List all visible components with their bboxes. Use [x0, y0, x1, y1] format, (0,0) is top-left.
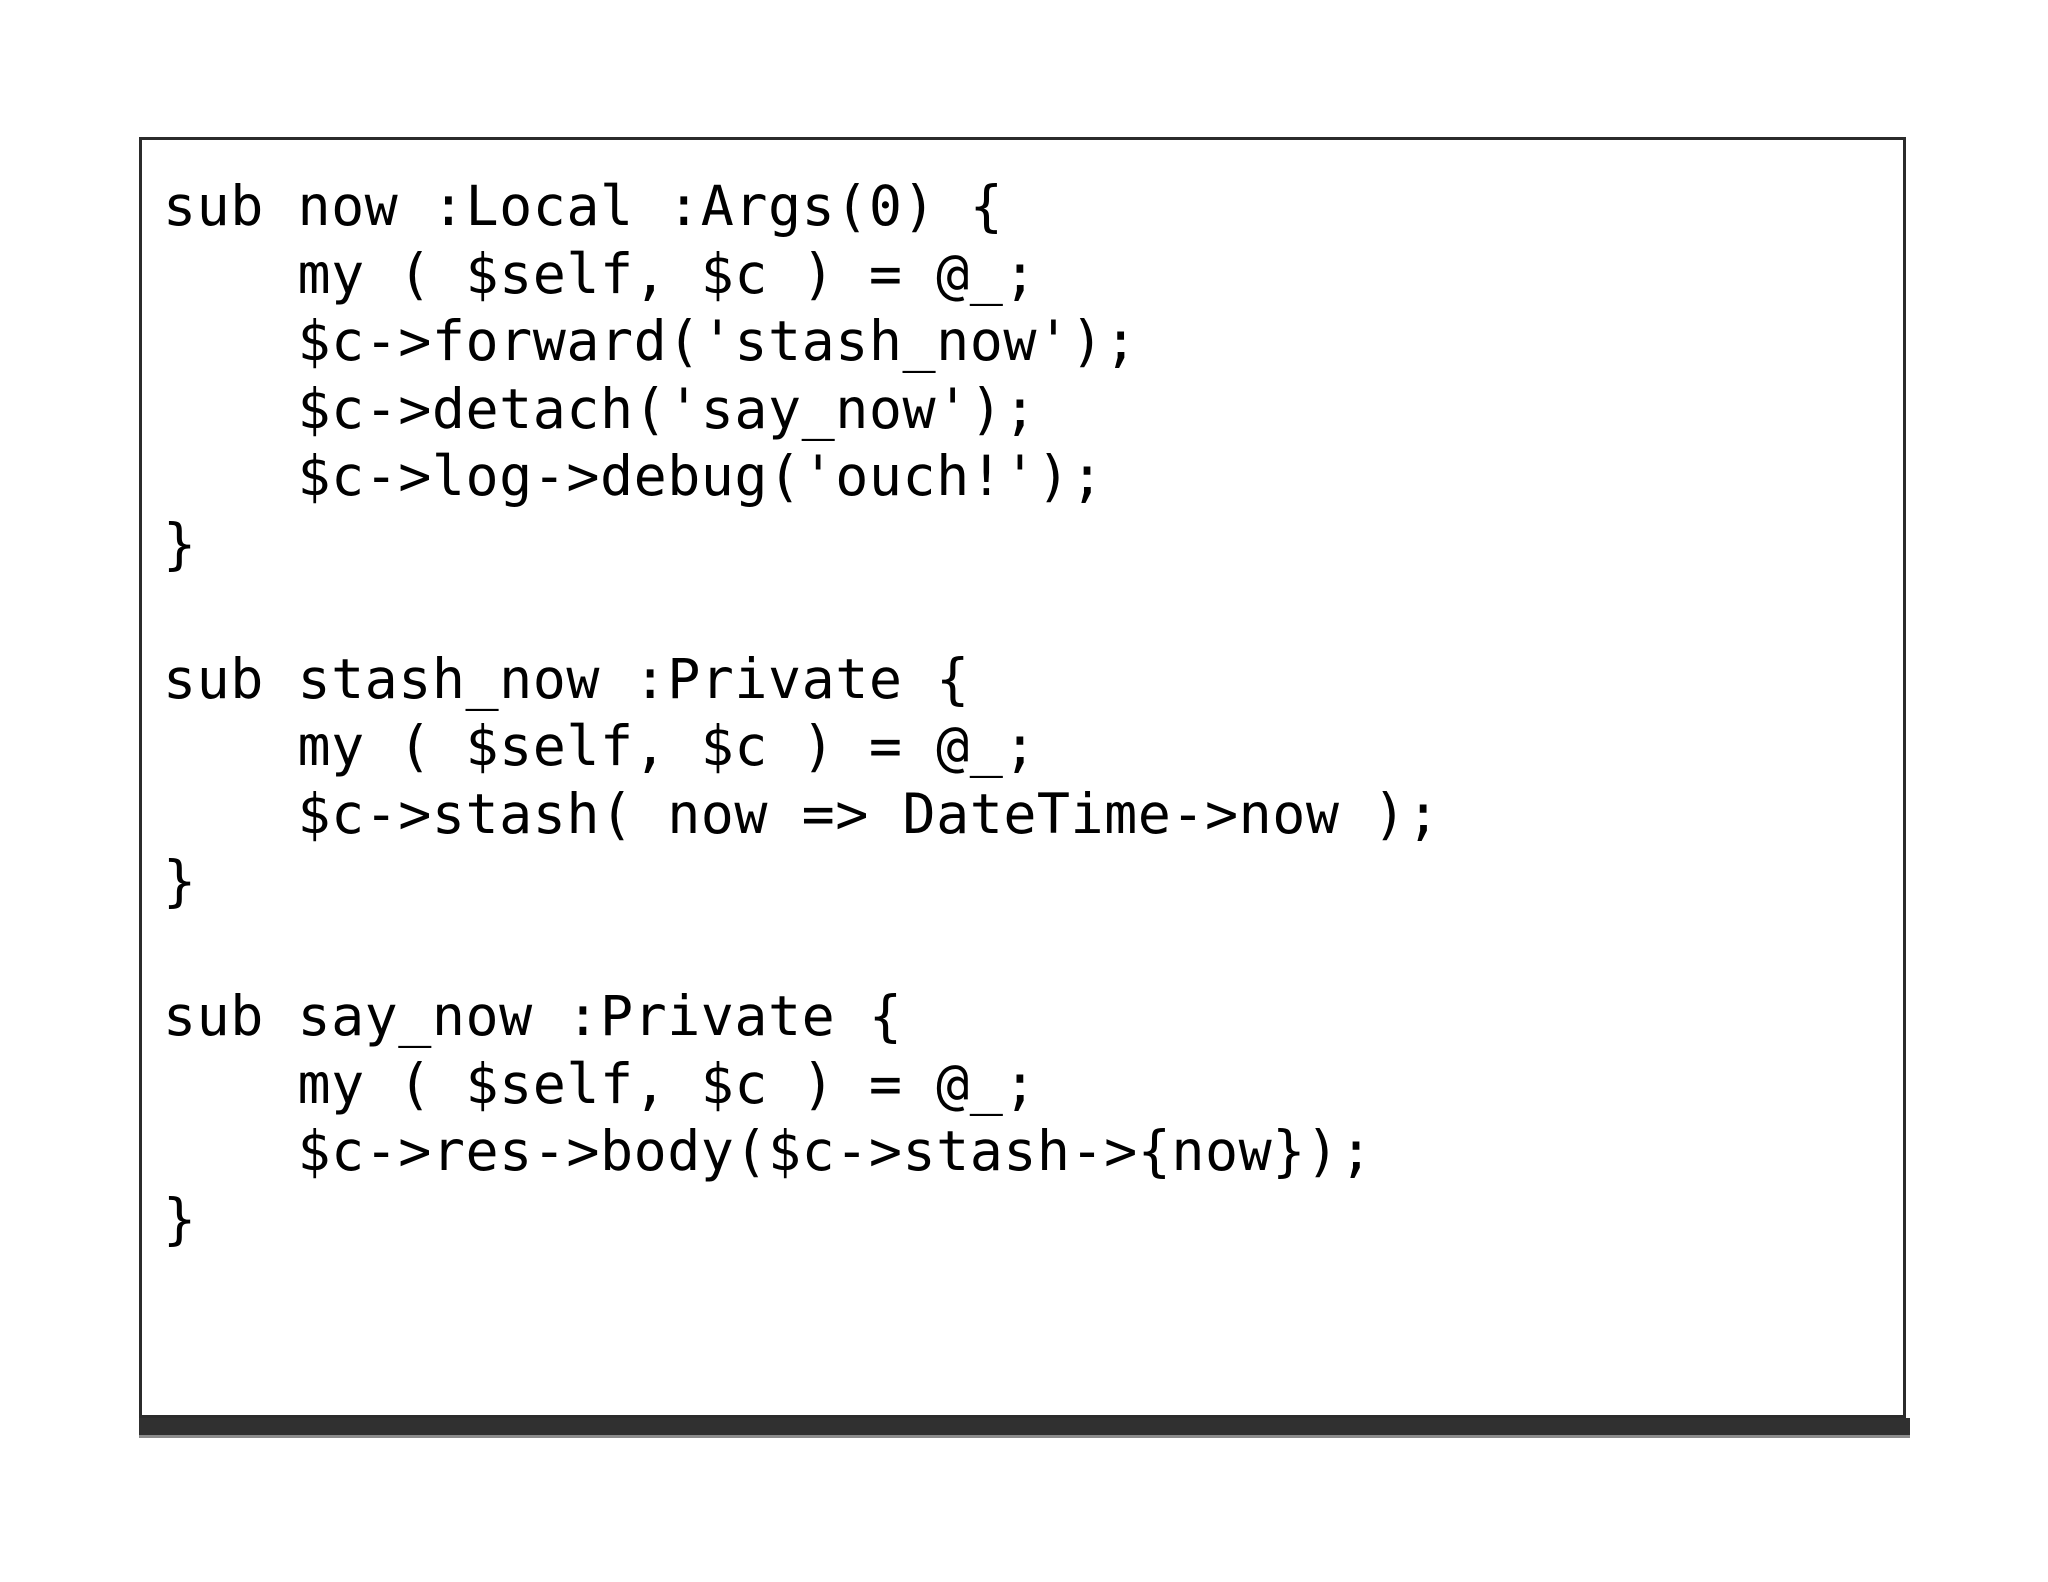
slide-base-bar-edge — [139, 1435, 1910, 1438]
code-line: $c->log->debug('ouch!'); — [163, 444, 1105, 508]
slide-frame: sub now :Local :Args(0) { my ( $self, $c… — [139, 137, 1906, 1418]
code-line: $c->res->body($c->stash->{now}); — [163, 1119, 1374, 1183]
code-line: $c->detach('say_now'); — [163, 376, 1037, 441]
slide-base-bar — [139, 1418, 1910, 1435]
code-line: $c->forward('stash_now'); — [163, 309, 1138, 373]
code-line: sub now :Local :Args(0) { — [163, 174, 1004, 238]
code-line: } — [163, 849, 197, 913]
code-line: my ( $self, $c ) = @_; — [163, 714, 1037, 778]
code-line: my ( $self, $c ) = @_; — [163, 1051, 1037, 1116]
code-line: } — [163, 511, 197, 576]
code-line: sub stash_now :Private { — [163, 646, 970, 711]
code-line — [163, 578, 1440, 646]
code-line — [163, 916, 1440, 984]
code-line: } — [163, 1186, 197, 1251]
code-line: $c->stash( now => DateTime->now ); — [163, 781, 1441, 846]
code-block: sub now :Local :Args(0) { my ( $self, $c… — [163, 173, 1440, 1253]
code-line: sub say_now :Private { — [163, 984, 903, 1048]
code-line: my ( $self, $c ) = @_; — [163, 241, 1037, 306]
